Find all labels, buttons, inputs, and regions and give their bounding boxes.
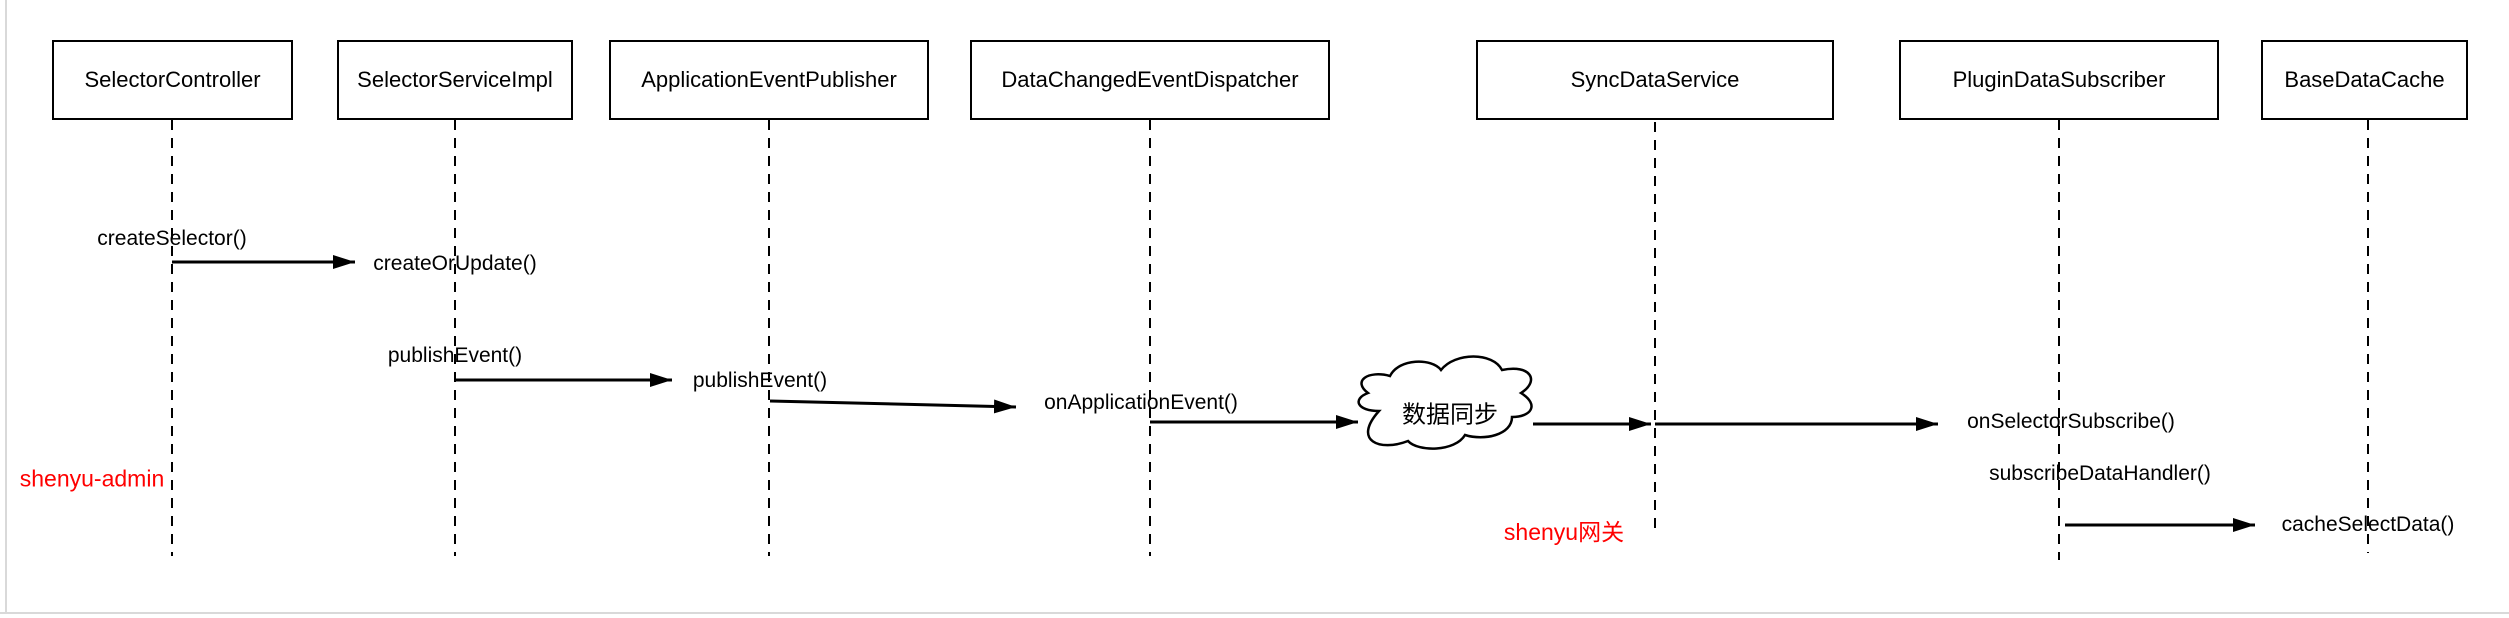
cloud-shape bbox=[1357, 355, 1533, 450]
participant-box-sync-data-service: SyncDataService bbox=[1476, 40, 1834, 120]
message-label-publish-event-1: publishEvent() bbox=[387, 344, 523, 367]
participant-label: SelectorServiceImpl bbox=[357, 67, 553, 92]
participant-box-plugin-data-subscriber: PluginDataSubscriber bbox=[1899, 40, 2219, 120]
arrow-publish-event-2 bbox=[769, 399, 1017, 414]
annotation-shenyu-gateway: shenyu网关 bbox=[1503, 519, 1625, 545]
message-label-on-selector-subscribe: onSelectorSubscribe() bbox=[1967, 410, 2175, 433]
participant-box-selector-controller: SelectorController bbox=[52, 40, 293, 120]
message-label-create-selector: createSelector() bbox=[97, 227, 247, 250]
participant-label: SelectorController bbox=[84, 67, 261, 92]
annotation-shenyu-admin: shenyu-admin bbox=[19, 465, 165, 492]
participant-label: BaseDataCache bbox=[2284, 67, 2445, 92]
cloud-label: 数据同步 bbox=[1402, 401, 1498, 429]
participant-label: PluginDataSubscriber bbox=[1952, 67, 2166, 92]
message-label-publish-event-2: publishEvent() bbox=[692, 369, 828, 392]
message-label-subscribe-data-handler: subscribeDataHandler() bbox=[1989, 462, 2211, 485]
participant-label: DataChangedEventDispatcher bbox=[1001, 67, 1299, 92]
participant-box-selector-service-impl: SelectorServiceImpl bbox=[337, 40, 573, 120]
message-label-on-application-event: onApplicationEvent() bbox=[1044, 391, 1238, 414]
message-label-create-or-update: createOrUpdate() bbox=[373, 252, 537, 275]
participant-box-base-data-cache: BaseDataCache bbox=[2261, 40, 2468, 120]
participant-box-data-changed-event-dispatcher: DataChangedEventDispatcher bbox=[970, 40, 1330, 120]
message-label-cache-select-data: cacheSelectData() bbox=[2281, 513, 2455, 536]
participant-label: SyncDataService bbox=[1570, 67, 1740, 92]
participant-label: ApplicationEventPublisher bbox=[641, 67, 897, 92]
participant-box-application-event-publisher: ApplicationEventPublisher bbox=[609, 40, 929, 120]
